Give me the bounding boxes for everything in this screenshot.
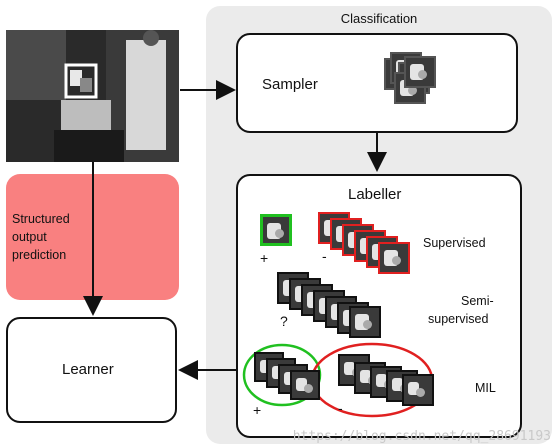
watermark-text: https://blog.csdn.net/qq_28691193 [292, 429, 551, 444]
semi-supervised-question: ? [280, 313, 288, 329]
mil-minus: - [338, 400, 343, 416]
structured-line-1: Structured [12, 212, 70, 226]
classification-title: Classification [340, 11, 418, 26]
supervised-label: Supervised [423, 236, 486, 250]
supervised-positive-sample [260, 214, 292, 246]
sampler-label: Sampler [262, 76, 318, 93]
learner-label: Learner [62, 361, 114, 378]
semi-supervised-label-2: supervised [428, 312, 489, 326]
sampler-box [236, 33, 518, 133]
semi-supervised-label-1: Semi- [461, 294, 494, 308]
supervised-minus: - [322, 248, 327, 264]
mil-positive-bag-samples [254, 352, 324, 404]
mil-plus: + [253, 402, 262, 418]
supervised-negative-samples [318, 212, 410, 276]
labeller-title: Labeller [348, 186, 402, 203]
semi-supervised-samples [277, 272, 381, 338]
supervised-plus: + [260, 250, 269, 266]
scene-drawing [6, 30, 179, 162]
learner-box [6, 317, 177, 423]
structured-line-2: output [12, 230, 47, 244]
structured-line-3: prediction [12, 248, 67, 262]
sampler-samples-icon [380, 50, 440, 110]
mil-negative-bag-samples [338, 354, 438, 412]
input-frame-image [6, 30, 179, 162]
mil-label: MIL [475, 381, 496, 395]
